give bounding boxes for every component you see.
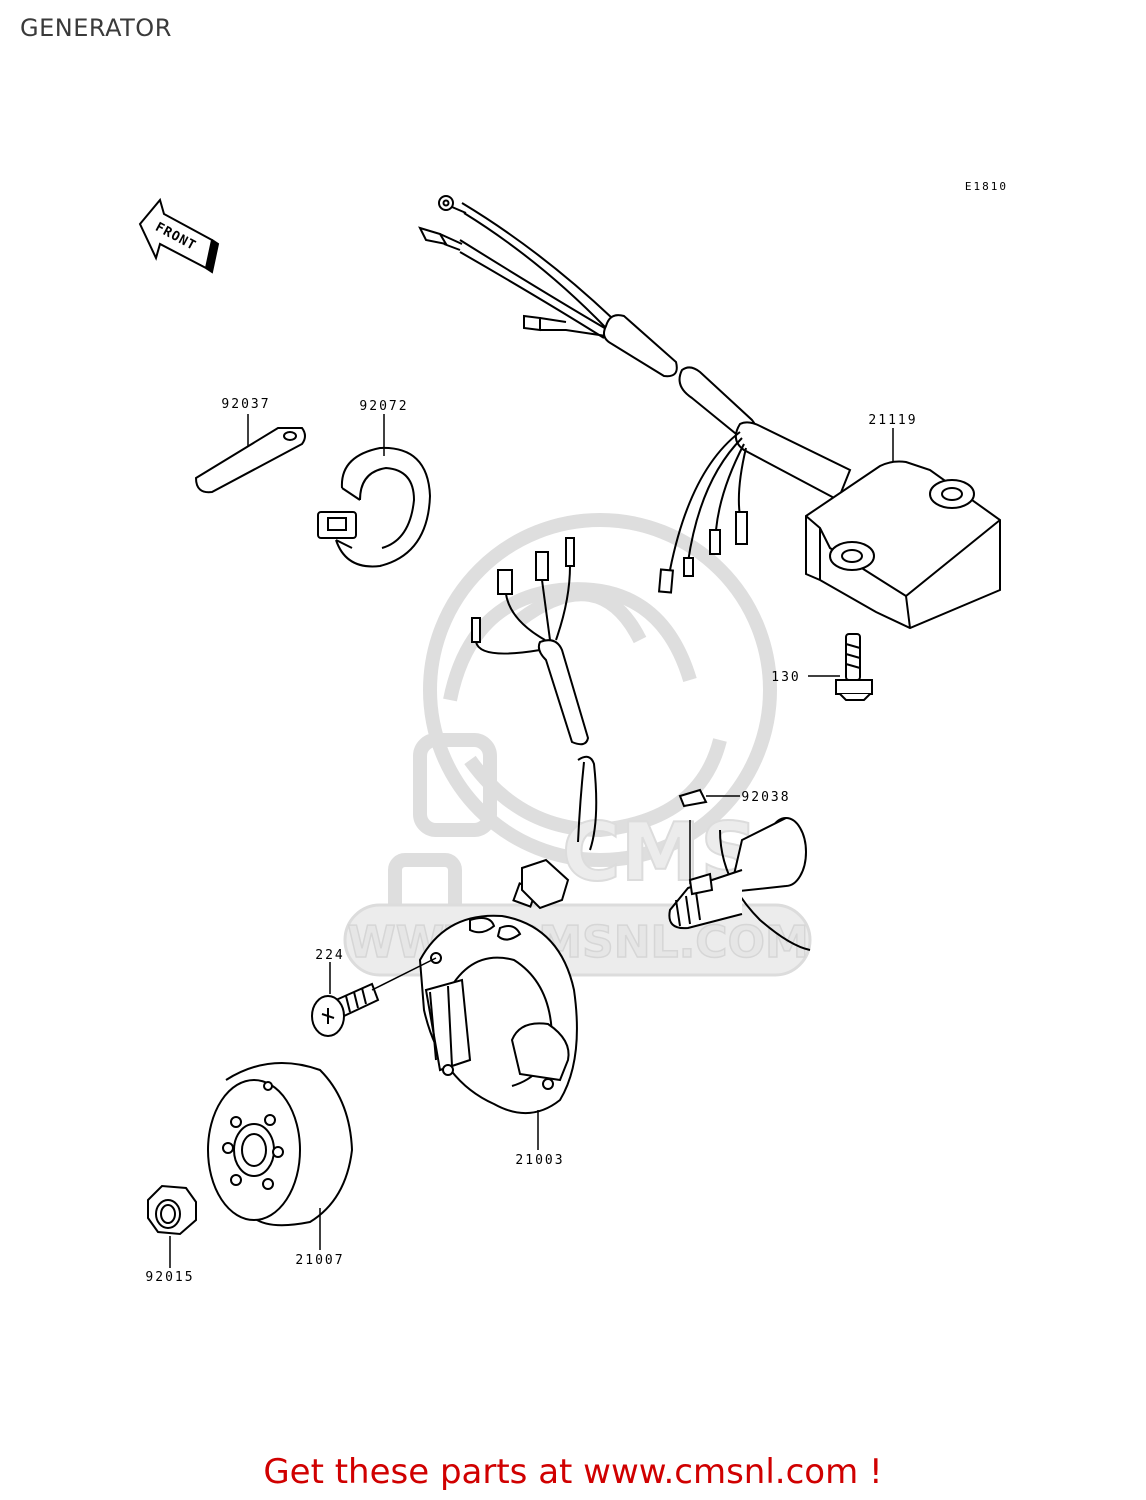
part-label-92038: 92038 [741, 790, 790, 805]
part-label-21003: 21003 [515, 1153, 564, 1168]
part-label-92037: 92037 [221, 397, 270, 412]
part-label-130: 130 [771, 670, 800, 685]
key-92038 [678, 788, 708, 808]
part-92072 [317, 446, 432, 568]
regulator-box [805, 460, 1001, 630]
diagram-code: E1810 [965, 180, 1008, 193]
stator-plate [418, 858, 578, 1115]
stator-wiring [471, 537, 598, 851]
part-labels: 92037 92072 21119 130 92038 224 21003 21… [145, 397, 917, 1285]
watermark-url: WWW.CMSNL.COM [347, 917, 809, 968]
bolt-130 [835, 633, 873, 701]
part-label-224: 224 [315, 948, 344, 963]
crankshaft [668, 788, 811, 951]
exploded-parts-diagram: CMS WWW.CMSNL.COM E1810 FRONT [138, 180, 1008, 1285]
screw-224 [311, 982, 380, 1037]
part-label-21119: 21119 [868, 413, 917, 428]
part-label-21007: 21007 [295, 1253, 344, 1268]
front-arrow-icon: FRONT [138, 197, 220, 274]
flywheel-rotor [207, 1061, 354, 1227]
regulator-harness [418, 195, 852, 594]
leader-lines [169, 414, 894, 1268]
part-label-92072: 92072 [359, 399, 408, 414]
nut-92015 [147, 1184, 197, 1236]
part-92037 [194, 427, 306, 494]
part-label-92015: 92015 [145, 1270, 194, 1285]
footer-parts-link[interactable]: Get these parts at www.cmsnl.com ! [263, 1452, 883, 1492]
watermark-logo [388, 513, 777, 927]
page-title: GENERATOR [20, 14, 172, 42]
